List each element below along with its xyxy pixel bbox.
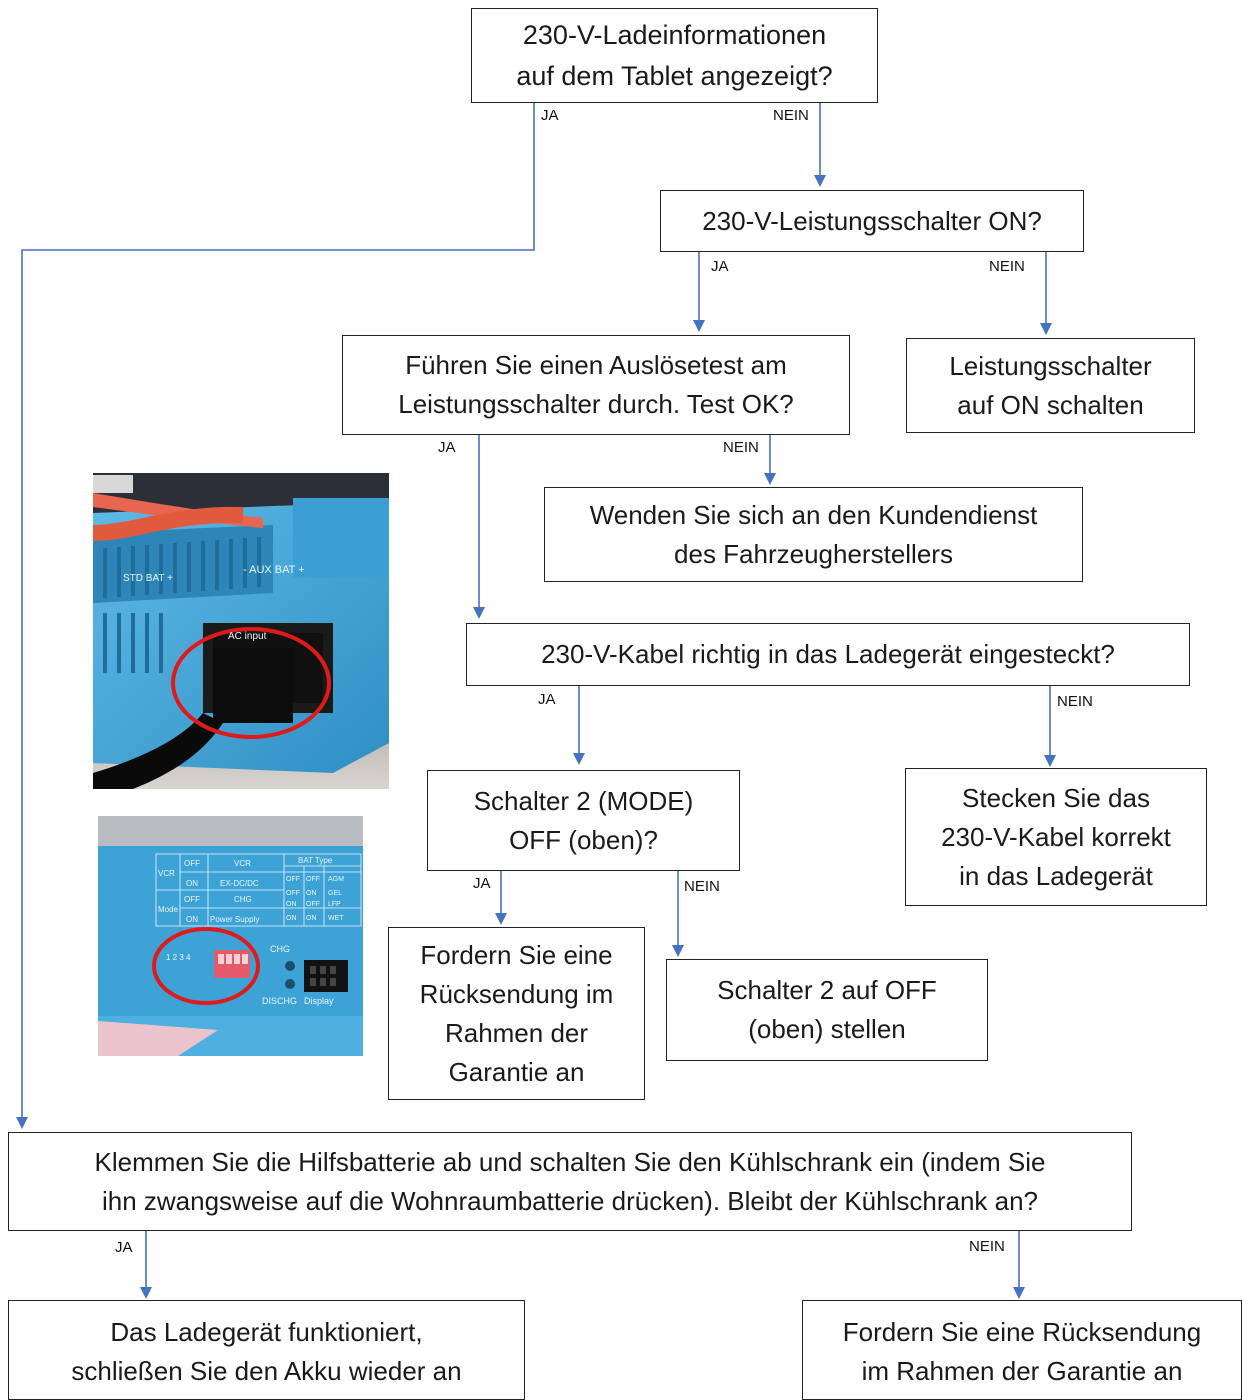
decision-cable-plugged: 230-V-Kabel richtig in das Ladegerät ein…: [466, 623, 1190, 686]
dip-table-offon: ON: [186, 879, 198, 888]
ac-input-label: AC input: [228, 631, 267, 642]
photo-dip-switches: VCR Mode OFF ON OFF ON VCR EX-DC/DC CHG …: [98, 816, 363, 1056]
edge-label-no: NEIN: [684, 878, 720, 895]
edge-label-yes: JA: [115, 1239, 133, 1256]
dip-table-value: Power Supply: [210, 915, 259, 924]
bat-row: OFF: [306, 901, 320, 908]
bat-row: WET: [328, 915, 344, 922]
display-label: Display: [304, 996, 334, 1006]
bat-row: ON: [286, 915, 297, 922]
edge-label-yes: JA: [438, 439, 456, 456]
charger-ac-input-illustration: - AUX BAT + STD BAT + AC input: [93, 473, 389, 789]
aux-bat-label: - AUX BAT +: [243, 564, 305, 576]
decision-breaker-on: 230-V-Leistungsschalter ON?: [660, 190, 1084, 252]
bat-row: ON: [306, 890, 317, 897]
action-contact-service: Wenden Sie sich an den Kundendienst des …: [544, 487, 1083, 582]
bat-row: ON: [286, 901, 297, 908]
decision-trip-test: Führen Sie einen Auslösetest am Leistung…: [342, 335, 850, 435]
edge-label-yes: JA: [473, 875, 491, 892]
edge-label-yes: JA: [711, 258, 729, 275]
action-warranty-return-2: Fordern Sie eine Rücksendung im Rahmen d…: [802, 1300, 1242, 1400]
decision-switch2-off: Schalter 2 (MODE) OFF (oben)?: [427, 770, 740, 871]
bat-row: OFF: [306, 876, 320, 883]
dip-table-offon: OFF: [184, 859, 200, 868]
dip-numbers: 1 2 3 4: [166, 953, 191, 962]
bat-row: LFP: [328, 901, 341, 908]
bat-row: ON: [306, 915, 317, 922]
dip-table-value: CHG: [234, 895, 252, 904]
edge-label-yes: JA: [538, 691, 556, 708]
dip-table-value: EX-DC/DC: [220, 879, 259, 888]
dip-table-label-mode: Mode: [158, 905, 179, 914]
bat-type-title: BAT Type: [298, 856, 333, 865]
decision-tablet-info: 230-V-Ladeinformationen auf dem Tablet a…: [471, 8, 878, 103]
action-warranty-return-1: Fordern Sie eine Rücksendung im Rahmen d…: [388, 927, 645, 1100]
decision-fridge-test: Klemmen Sie die Hilfsbatterie ab und sch…: [8, 1132, 1132, 1231]
dischg-label: DISCHG: [262, 996, 297, 1006]
action-breaker-switch-on: Leistungsschalter auf ON schalten: [906, 338, 1195, 433]
edge-label-yes: JA: [541, 107, 559, 124]
bat-row: GEL: [328, 890, 342, 897]
chg-label: CHG: [270, 944, 290, 954]
edge-tablet-yes: [16, 103, 535, 1129]
photo-charger-ac-input: - AUX BAT + STD BAT + AC input: [93, 473, 389, 789]
bat-row: OFF: [286, 890, 300, 897]
std-bat-label: STD BAT +: [123, 573, 173, 584]
edge-label-no: NEIN: [723, 439, 759, 456]
action-charger-works: Das Ladegerät funktioniert, schließen Si…: [8, 1300, 525, 1400]
edge-label-no: NEIN: [969, 1238, 1005, 1255]
dip-table-offon: OFF: [184, 895, 200, 904]
edge-label-no: NEIN: [773, 107, 809, 124]
dip-table-label-vcr: VCR: [158, 869, 175, 878]
bat-row: AGM: [328, 876, 344, 883]
action-plug-cable: Stecken Sie das 230-V-Kabel korrekt in d…: [905, 768, 1207, 906]
dip-table-offon: ON: [186, 915, 198, 924]
edge-label-no: NEIN: [989, 258, 1025, 275]
dip-switch-illustration: VCR Mode OFF ON OFF ON VCR EX-DC/DC CHG …: [98, 816, 363, 1056]
edge-label-no: NEIN: [1057, 693, 1093, 710]
dip-table-value: VCR: [234, 859, 251, 868]
action-set-switch2-off: Schalter 2 auf OFF (oben) stellen: [666, 959, 988, 1061]
bat-row: OFF: [286, 876, 300, 883]
